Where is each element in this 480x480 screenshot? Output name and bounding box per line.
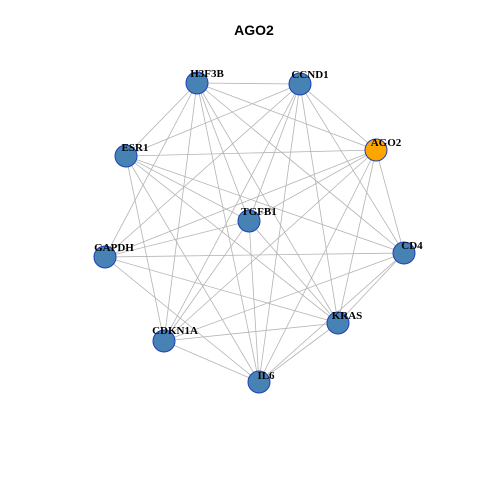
edge-ago2-kras (337, 149, 377, 324)
node-label-gapdh: GAPDH (94, 242, 134, 254)
node-label-cdkn1a: CDKN1A (152, 325, 198, 337)
edge-h3f3b-ccnd1 (196, 82, 301, 85)
node-layer (93, 71, 416, 394)
node-esr1[interactable] (114, 144, 138, 168)
node-label-cd4: CD4 (401, 240, 423, 252)
edge-layer (104, 82, 405, 383)
edge-ccnd1-il6 (258, 83, 301, 383)
edge-h3f3b-kras (196, 82, 339, 324)
node-h3f3b[interactable] (185, 71, 209, 95)
edge-cd4-cdkn1a (163, 252, 405, 342)
edge-ccnd1-gapdh (104, 83, 301, 258)
edge-h3f3b-cd4 (196, 82, 405, 254)
edge-ago2-gapdh (104, 149, 377, 258)
node-label-il6: IL6 (257, 370, 275, 382)
edge-ccnd1-kras (299, 83, 339, 324)
node-label-esr1: ESR1 (122, 142, 149, 154)
node-ago2[interactable] (364, 138, 388, 162)
edge-ccnd1-cdkn1a (163, 83, 301, 342)
node-ccnd1[interactable] (288, 72, 312, 96)
edge-kras-il6 (258, 322, 339, 383)
edge-esr1-il6 (125, 155, 260, 383)
edge-ccnd1-cd4 (299, 83, 405, 254)
edge-tgfb1-gapdh (104, 220, 250, 258)
node-label-ago2: AGO2 (371, 137, 402, 149)
edge-esr1-ago2 (125, 149, 377, 157)
edge-tgfb1-kras (248, 220, 339, 324)
node-label-h3f3b: H3F3B (190, 68, 224, 80)
edge-gapdh-cd4 (104, 252, 405, 258)
diagram-title: AGO2 (234, 22, 274, 38)
edge-gapdh-kras (104, 256, 339, 324)
edge-h3f3b-cdkn1a (163, 82, 198, 342)
edge-ago2-il6 (258, 149, 377, 383)
edge-h3f3b-esr1 (125, 82, 198, 157)
edge-esr1-cdkn1a (125, 155, 165, 342)
edge-tgfb1-cdkn1a (163, 220, 250, 342)
edge-cdkn1a-il6 (163, 340, 260, 383)
edge-tgfb1-il6 (248, 220, 260, 383)
node-gapdh[interactable] (93, 245, 117, 269)
edge-ccnd1-ago2 (299, 83, 377, 151)
edge-ago2-tgfb1 (248, 149, 377, 222)
edge-cd4-kras (337, 252, 405, 324)
node-il6[interactable] (247, 370, 271, 394)
node-kras[interactable] (326, 311, 350, 335)
edge-h3f3b-ago2 (196, 82, 377, 151)
node-label-tgfb1: TGFB1 (241, 206, 276, 218)
node-cd4[interactable] (392, 241, 416, 265)
edge-esr1-cd4 (125, 155, 405, 254)
edge-esr1-kras (125, 155, 339, 324)
edge-gapdh-il6 (104, 256, 260, 383)
node-label-ccnd1: CCND1 (291, 69, 328, 81)
node-tgfb1[interactable] (237, 209, 261, 233)
node-label-kras: KRAS (332, 310, 363, 322)
edge-ccnd1-esr1 (125, 83, 301, 157)
edge-kras-cdkn1a (163, 322, 339, 342)
node-cdkn1a[interactable] (152, 329, 176, 353)
edge-h3f3b-gapdh (104, 82, 198, 258)
edge-esr1-tgfb1 (125, 155, 250, 222)
edge-ago2-cd4 (375, 149, 405, 254)
